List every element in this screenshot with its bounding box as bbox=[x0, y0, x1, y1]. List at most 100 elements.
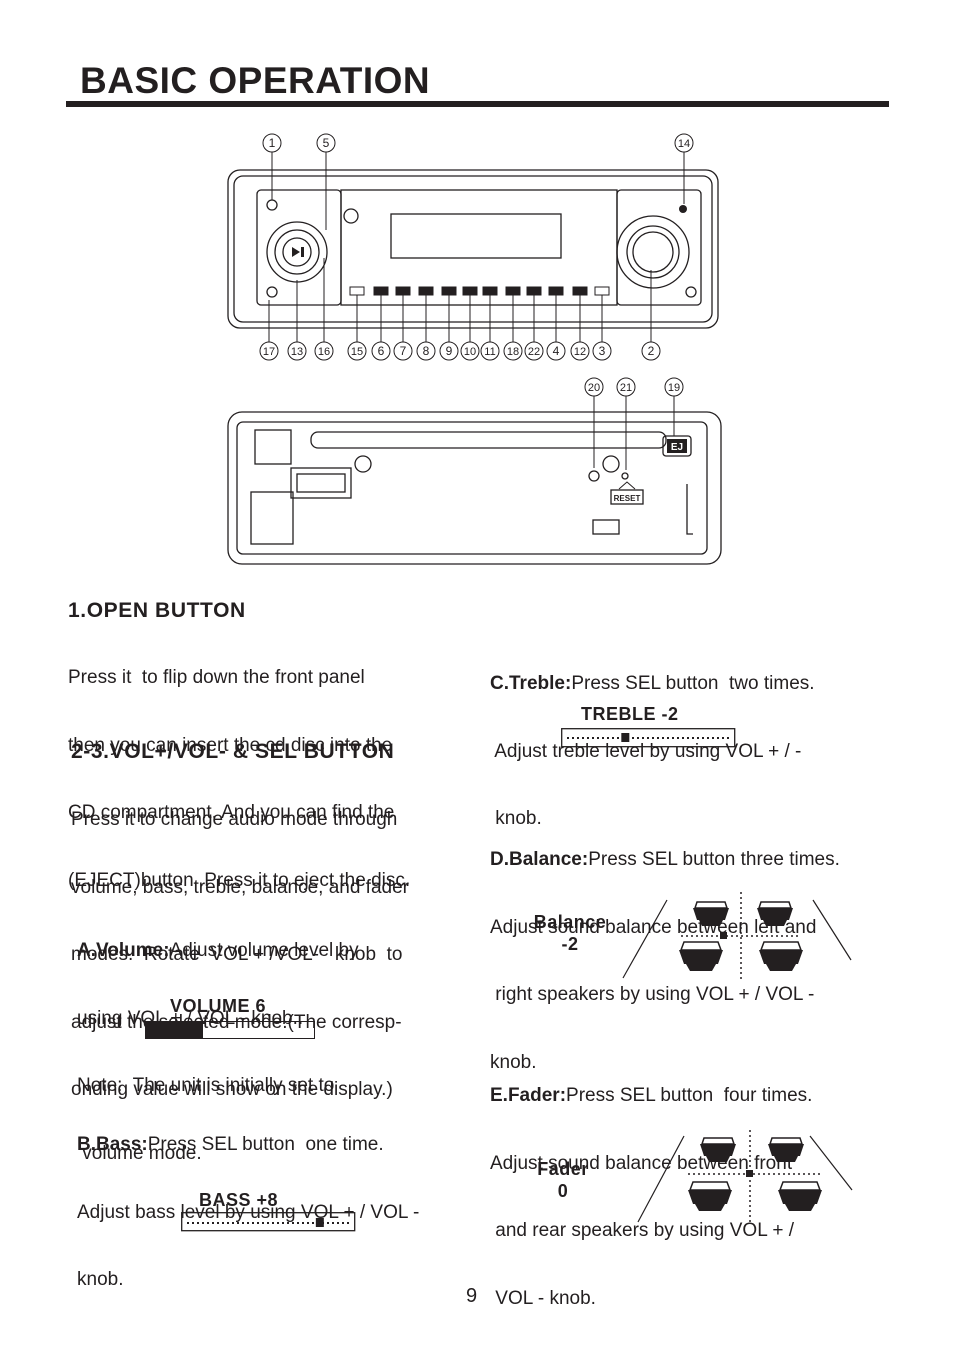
speaker-icon bbox=[777, 1181, 823, 1212]
volume-level-fill bbox=[146, 1022, 204, 1038]
text-line: right speakers by using VOL + / VOL - bbox=[490, 984, 815, 1005]
page-title: BASIC OPERATION bbox=[80, 60, 431, 101]
volume-text: A.Volume:Adjust volume level by using VO… bbox=[77, 895, 359, 1188]
text-line: Press SEL button one time. bbox=[147, 1134, 384, 1155]
treble-level-marker bbox=[621, 733, 630, 742]
callout-14: 14 bbox=[674, 133, 694, 204]
callout-8: 8 bbox=[416, 295, 436, 361]
text-line: Adjust sound balance between left and bbox=[490, 916, 817, 938]
callout-21: 21 bbox=[616, 377, 636, 470]
callout-label: 18 bbox=[507, 346, 519, 358]
callout-10: 10 bbox=[460, 295, 480, 361]
volume-display-label: VOLUME 6 bbox=[170, 996, 267, 1016]
text-line: Adjust bass level by using VOL + / VOL - bbox=[77, 1201, 420, 1223]
callout-9: 9 bbox=[439, 295, 459, 361]
treble-text: C.Treble:Press SEL button two times. Adj… bbox=[490, 628, 815, 853]
speaker-icon bbox=[687, 1181, 733, 1212]
callout-12: 12 bbox=[570, 295, 590, 361]
speaker-icon bbox=[767, 1137, 805, 1163]
text-line: (EJECT)button .Press it to eject the dis… bbox=[68, 869, 411, 891]
preset-button bbox=[441, 286, 457, 296]
preset-button bbox=[373, 286, 389, 296]
text-line: knob. bbox=[490, 808, 542, 829]
callout-label: 4 bbox=[553, 344, 560, 358]
balance-label: D.Balance: bbox=[490, 849, 589, 870]
balance-position-marker bbox=[720, 932, 727, 939]
callout-label: 5 bbox=[323, 136, 330, 150]
bass-level-marker bbox=[315, 1218, 324, 1227]
callout-5: 5 bbox=[316, 133, 336, 230]
text-line: knob. bbox=[490, 1051, 537, 1073]
preset-button bbox=[594, 286, 610, 296]
callout-18: 18 bbox=[503, 295, 523, 361]
text-line: then you can insert the cd disc into the bbox=[68, 734, 393, 756]
speaker-icon bbox=[699, 1137, 737, 1163]
treble-level-scale bbox=[561, 728, 736, 748]
balance-display: Balance -2 bbox=[522, 911, 618, 955]
text-line: Press it to change audio mode through bbox=[71, 809, 398, 830]
callout-label: 17 bbox=[263, 346, 275, 358]
text-line: and rear speakers by using VOL + / bbox=[490, 1220, 794, 1241]
balance-display-value: -2 bbox=[561, 934, 579, 954]
balance-text: D.Balance:Press SEL button three times. … bbox=[490, 804, 840, 1097]
callout-3: 3 bbox=[592, 295, 612, 361]
fader-display-value: 0 bbox=[557, 1181, 569, 1201]
text-line: Press SEL button three times. bbox=[588, 849, 840, 870]
open-button-text: Press it to flip down the front panel th… bbox=[68, 622, 410, 915]
text-line: using VOL + / VOL - knob.. bbox=[77, 1007, 304, 1029]
preset-button bbox=[526, 286, 542, 296]
preset-button bbox=[418, 286, 434, 296]
reset-label: RESET bbox=[614, 494, 641, 503]
callout-22: 22 bbox=[524, 295, 544, 361]
balance-display-label: Balance bbox=[533, 912, 607, 932]
volume-label: A.Volume: bbox=[77, 940, 170, 961]
callout-label: 13 bbox=[291, 346, 303, 358]
preset-button bbox=[349, 286, 365, 296]
text-line: Adjust sound balance between front bbox=[490, 1152, 793, 1174]
text-line: onding value will show on the display.) bbox=[71, 1079, 393, 1100]
fader-speaker-diagram bbox=[637, 1130, 853, 1224]
callout-2: 2 bbox=[641, 270, 661, 361]
text-line: volume, bass, treble, balance, and fader bbox=[71, 876, 409, 898]
preset-button bbox=[462, 286, 478, 296]
text-line: modes. Rotate VOL + /VOL- knob to bbox=[71, 944, 403, 965]
callout-6: 6 bbox=[371, 295, 391, 361]
text-line: Press it to flip down the front panel bbox=[68, 667, 365, 688]
callout-label: 8 bbox=[423, 344, 430, 358]
text-line: Adjust treble level by using VOL + / - bbox=[490, 740, 802, 762]
text-line: Adjust volume level by bbox=[169, 940, 359, 961]
fader-display: Fader 0 bbox=[518, 1158, 608, 1202]
fader-position-marker bbox=[746, 1170, 753, 1177]
speaker-icon bbox=[678, 941, 724, 972]
callout-20: 20 bbox=[584, 377, 604, 468]
callout-label: 15 bbox=[351, 346, 363, 358]
speaker-icon bbox=[758, 941, 804, 972]
bass-level-scale bbox=[181, 1212, 356, 1232]
page-number: 9 bbox=[466, 1285, 478, 1307]
text-line: VOL - knob. bbox=[490, 1287, 596, 1309]
fader-label: E.Fader: bbox=[490, 1085, 567, 1106]
callout-label: 7 bbox=[400, 344, 407, 358]
callout-label: 12 bbox=[574, 346, 586, 358]
callout-label: 3 bbox=[599, 344, 606, 358]
callout-11: 11 bbox=[480, 295, 500, 361]
bass-text: B.Bass:Press SEL button one time. Adjust… bbox=[77, 1089, 419, 1314]
treble-label: C.Treble: bbox=[490, 673, 572, 694]
preset-button bbox=[482, 286, 498, 296]
open-button-heading: 1.OPEN BUTTON bbox=[68, 599, 246, 622]
callout-label: 2 bbox=[648, 344, 655, 358]
callout-16: 16 bbox=[314, 258, 334, 361]
callout-1: 1 bbox=[262, 133, 282, 200]
text-line: Press SEL button four times. bbox=[566, 1085, 813, 1106]
callout-label: 19 bbox=[668, 382, 680, 394]
preset-button bbox=[395, 286, 411, 296]
speaker-icon bbox=[692, 901, 730, 927]
fader-text: E.Fader:Press SEL button four times. Adj… bbox=[490, 1040, 812, 1333]
callout-label: 1 bbox=[269, 136, 276, 150]
preset-button bbox=[548, 286, 564, 296]
callout-label: 6 bbox=[378, 344, 385, 358]
eject-label: EJ bbox=[671, 442, 683, 453]
balance-speaker-diagram bbox=[622, 892, 852, 982]
treble-display-label: TREBLE -2 bbox=[581, 704, 679, 724]
vol-sel-heading: 2-3.VOL+/VOL- & SEL BUTTON bbox=[71, 740, 395, 763]
